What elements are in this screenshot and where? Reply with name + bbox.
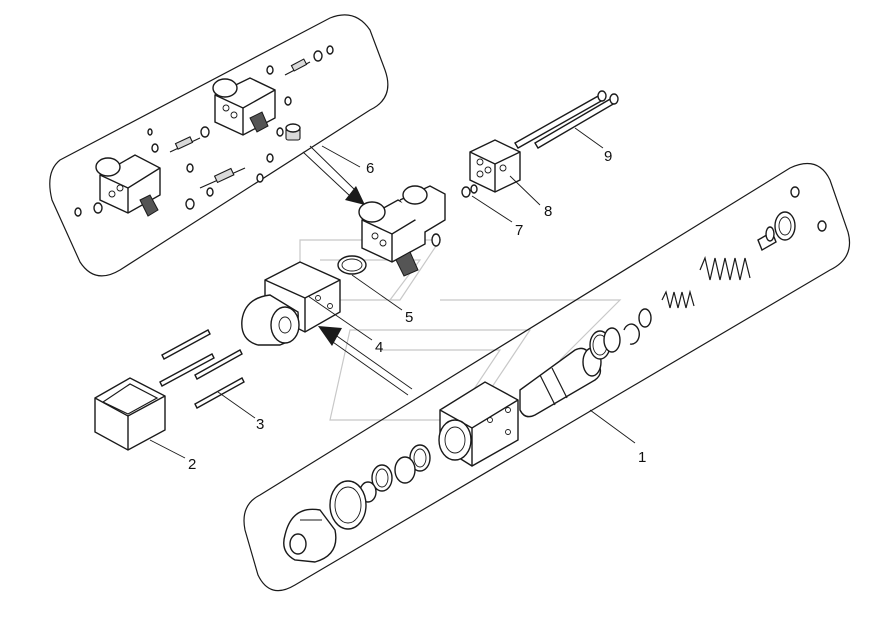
- valve-block-6: [358, 185, 446, 277]
- callout-1: 1: [638, 449, 646, 466]
- part-2-sleeve: [94, 377, 166, 451]
- arrow-4: [318, 326, 413, 396]
- panel-small-parts: [74, 45, 334, 217]
- upper-panel-group: [49, 14, 389, 277]
- callout-7: 7: [515, 222, 523, 239]
- lower-panel-group: [243, 162, 851, 592]
- callout-5: 5: [405, 309, 413, 326]
- callout-2: 2: [188, 456, 196, 473]
- part-4-housing: [241, 261, 341, 346]
- callout-8: 8: [544, 203, 552, 220]
- callout-9: 9: [604, 148, 612, 165]
- callout-3: 3: [256, 416, 264, 433]
- arrow-6: [302, 145, 365, 205]
- valve-block-left: [95, 154, 161, 217]
- leader-lines: [149, 127, 636, 459]
- part-7-seal: [461, 184, 478, 198]
- callout-6: 6: [366, 160, 374, 177]
- callout-labels: 1 2 3 4 5 6 7 8 9: [188, 148, 646, 473]
- callout-4: 4: [375, 339, 383, 356]
- part-8-cover: [469, 139, 521, 193]
- part-3-pins: [159, 329, 245, 409]
- part-5-ring: [337, 255, 367, 275]
- valve-block-top: [212, 77, 276, 136]
- part-9-bolts: [514, 90, 619, 149]
